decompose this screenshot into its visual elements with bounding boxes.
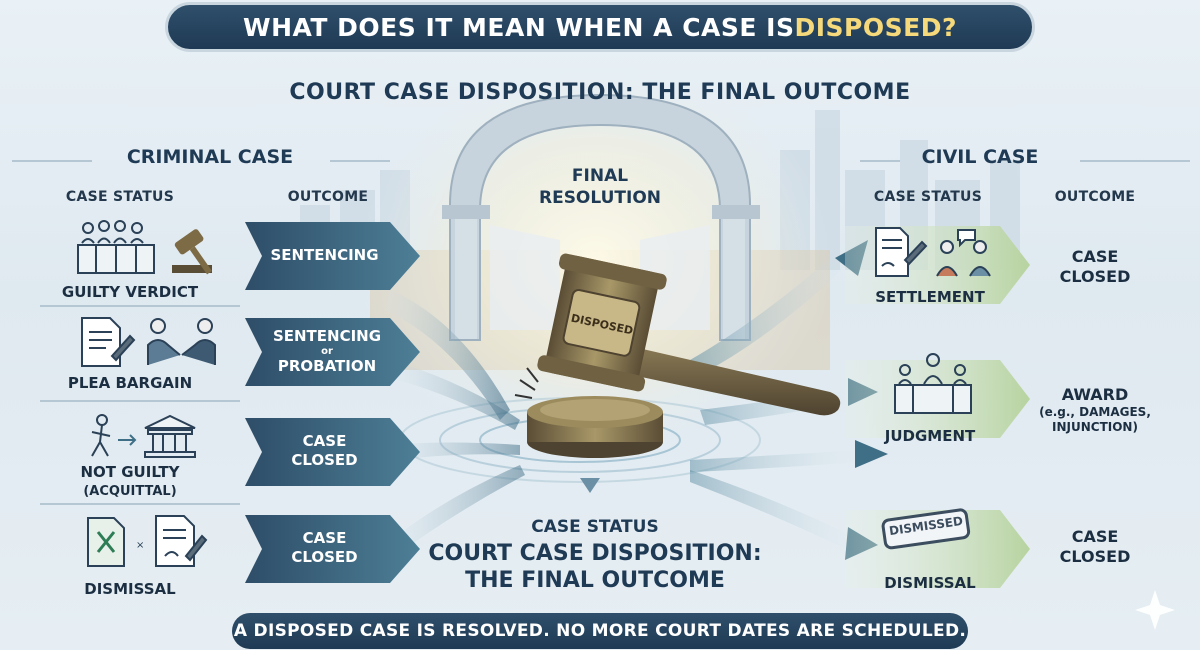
gavel-icon	[172, 229, 212, 275]
outcome-line1: CASE	[302, 432, 347, 450]
outcome-line1: CASE	[302, 529, 347, 547]
center-line2: THE FINAL OUTCOME	[465, 568, 725, 593]
center-line1: COURT CASE DISPOSITION:	[428, 541, 762, 566]
criminal-status-not-guilty: NOT GUILTY (ACQUITTAL)	[40, 463, 220, 501]
status-line2: (ACQUITTAL)	[83, 484, 177, 499]
arch-line2: RESOLUTION	[538, 188, 662, 208]
civil-status-dismissal: DISMISSAL	[884, 574, 976, 592]
center-status-label: CASE STATUS	[531, 517, 659, 537]
footer-banner: A DISPOSED CASE IS RESOLVED. NO MORE COU…	[232, 613, 968, 649]
dismissed-stamp	[881, 508, 971, 550]
title-highlight: DISPOSED?	[794, 12, 957, 42]
dismissal-docs-icon: ×	[87, 515, 208, 567]
footer-text: A DISPOSED CASE IS RESOLVED. NO MORE COU…	[233, 621, 967, 641]
outcome-line1: SENTENCING	[272, 327, 382, 345]
criminal-outcome-sentencing: SENTENCING	[270, 246, 379, 264]
title-text: WHAT DOES IT MEAN WHEN A CASE IS	[243, 12, 795, 42]
outcome-or: or	[321, 346, 333, 357]
civil-col-outcome: OUTCOME	[1054, 189, 1136, 205]
center-outcome: COURT CASE DISPOSITION: THE FINAL OUTCOM…	[420, 540, 770, 594]
handshake-icon	[147, 318, 216, 365]
arch-label: FINAL RESOLUTION	[520, 165, 680, 209]
criminal-outcome-case-closed-1: CASE CLOSED	[262, 432, 387, 470]
criminal-outcome-case-closed-2: CASE CLOSED	[262, 529, 387, 567]
outcome-line2: CLOSED	[291, 451, 358, 469]
criminal-heading: CRIMINAL CASE	[126, 146, 294, 168]
outcome-line2: CLOSED	[1059, 547, 1131, 566]
civil-outcome-case-closed-2: CASE CLOSED	[1040, 527, 1150, 567]
criminal-col-outcome: OUTCOME	[287, 189, 369, 205]
criminal-status-plea: PLEA BARGAIN	[67, 374, 193, 392]
divider	[330, 160, 390, 162]
divider	[40, 503, 240, 505]
status-line1: NOT GUILTY	[80, 463, 180, 481]
document-icon	[81, 317, 136, 367]
title-banner: WHAT DOES IT MEAN WHEN A CASE IS DISPOSE…	[165, 2, 1035, 52]
criminal-status-guilty: GUILTY VERDICT	[61, 283, 199, 301]
award-label: AWARD	[1061, 385, 1129, 404]
civil-heading: CIVIL CASE	[921, 146, 1039, 168]
divider	[40, 305, 240, 307]
civil-outcome-award: AWARD (e.g., DAMAGES, INJUNCTION)	[1030, 385, 1160, 435]
award-note-1: (e.g., DAMAGES,	[1039, 405, 1151, 419]
divider	[40, 400, 240, 402]
arch-line1: FINAL	[571, 166, 629, 186]
civil-status-judgment: JUDGMENT	[884, 427, 976, 445]
arch-illustration	[442, 93, 760, 341]
criminal-outcome-sentencing-probation: SENTENCING or PROBATION	[262, 327, 392, 376]
outcome-line1: CASE	[1071, 247, 1119, 266]
criminal-status-dismissal: DISMISSAL	[84, 580, 176, 598]
divider	[1080, 160, 1190, 162]
acquittal-icon	[91, 414, 196, 458]
civil-outcome-case-closed-1: CASE CLOSED	[1040, 247, 1150, 287]
outcome-line1: CASE	[1071, 527, 1119, 546]
civil-col-status: CASE STATUS	[873, 189, 983, 205]
outcome-line2: CLOSED	[1059, 267, 1131, 286]
gavel-illustration	[514, 253, 841, 458]
judge-bench-icon	[894, 353, 972, 414]
subtitle: COURT CASE DISPOSITION: THE FINAL OUTCOM…	[289, 80, 911, 105]
divider	[12, 160, 92, 162]
settlement-icon	[875, 227, 991, 277]
outcome-line2: PROBATION	[277, 357, 377, 375]
criminal-col-status: CASE STATUS	[65, 189, 175, 205]
svg-text:×: ×	[136, 540, 144, 551]
divider	[860, 160, 900, 162]
outcome-line2: CLOSED	[291, 548, 358, 566]
civil-status-settlement: SETTLEMENT	[875, 288, 985, 306]
award-note-2: INJUNCTION)	[1052, 420, 1138, 434]
jury-box-icon	[77, 220, 155, 274]
